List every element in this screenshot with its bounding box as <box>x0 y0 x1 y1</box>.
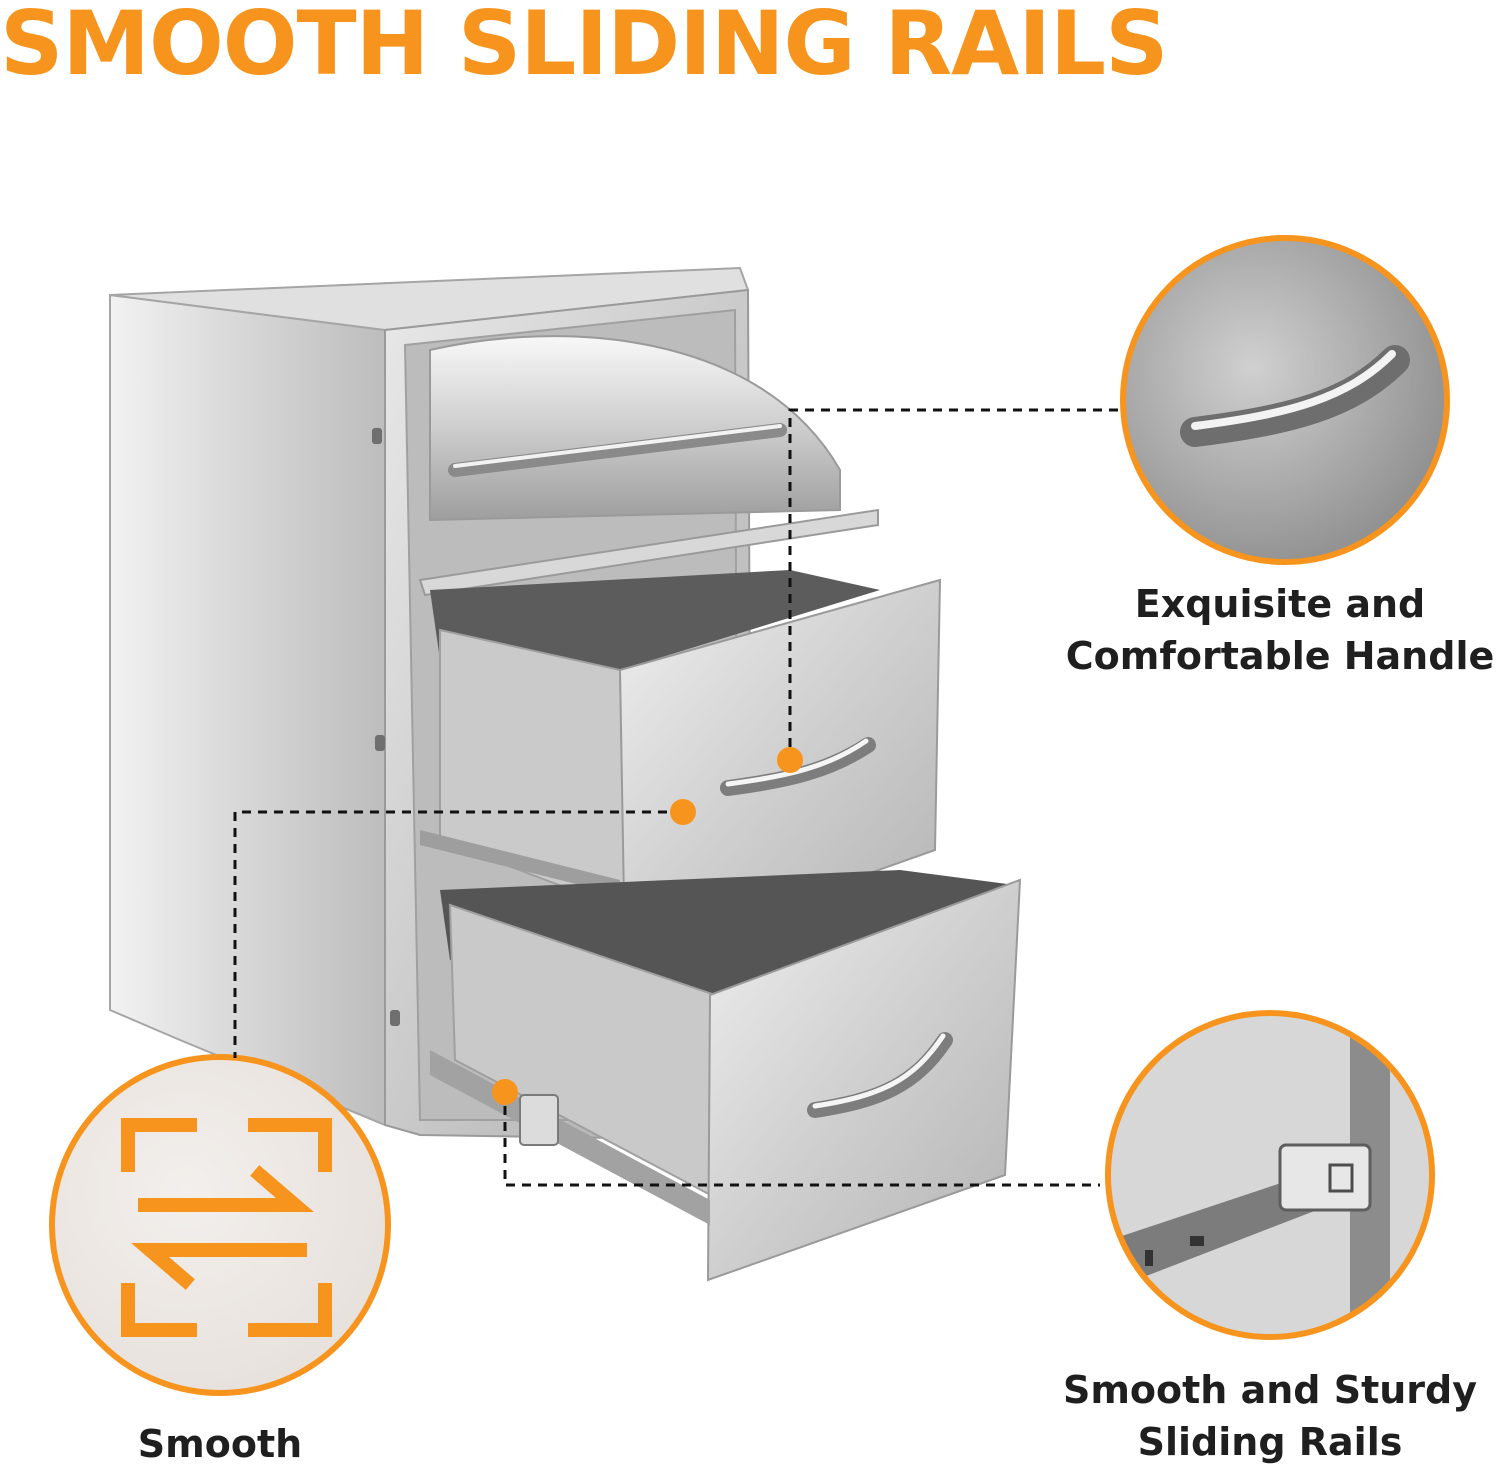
smooth-caption: Smooth <box>60 1418 380 1470</box>
handle-caption-line1: Exquisite and <box>1134 582 1426 626</box>
rails-caption-line1: Smooth and Sturdy <box>1062 1368 1478 1412</box>
handle-detail-circle <box>1120 235 1450 565</box>
rails-caption-line2: Sliding Rails <box>1137 1420 1403 1464</box>
rails-detail-circle <box>1105 1010 1435 1340</box>
rails-caption: Smooth and Sturdy Sliding Rails <box>1050 1364 1490 1468</box>
sliding-arrows-icon <box>121 1118 332 1337</box>
headline: SMOOTH SLIDING RAILS <box>0 0 1168 95</box>
handle-caption: Exquisite and Comfortable Handle <box>1060 578 1500 682</box>
middle-drawer[interactable] <box>420 570 942 962</box>
callout-dots <box>492 747 803 1105</box>
bottom-drawer[interactable] <box>430 870 1022 1282</box>
smooth-icon-circle <box>49 1054 391 1396</box>
callout-leaders <box>233 408 1118 1187</box>
smooth-caption-label: Smooth <box>137 1422 303 1466</box>
top-hood-drawer[interactable] <box>418 335 879 597</box>
handle-caption-line2: Comfortable Handle <box>1065 634 1495 678</box>
